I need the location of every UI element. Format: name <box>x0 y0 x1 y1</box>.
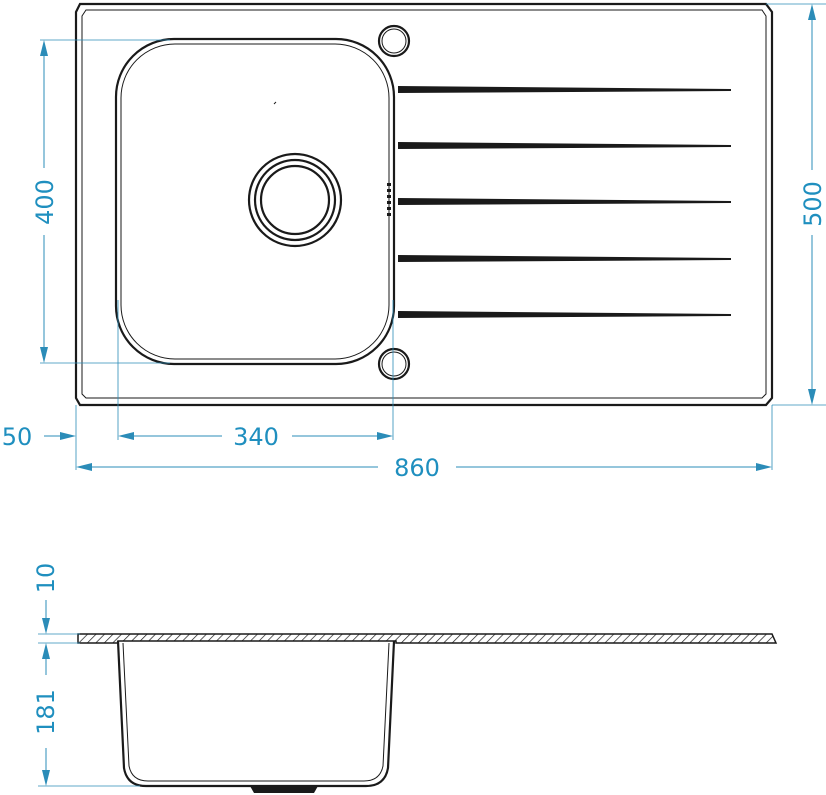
bowl-outer <box>114 37 396 366</box>
sink-outline <box>74 2 774 407</box>
drain-inner-ring <box>259 164 331 236</box>
side-view-dimensions: 10 181 <box>32 563 140 787</box>
tap-hole-top-inner <box>381 28 407 54</box>
dim-total-width: 860 <box>394 454 440 482</box>
bowl-mark <box>273 101 277 105</box>
dim-depth: 181 <box>32 689 60 735</box>
dim-thickness: 10 <box>32 563 60 594</box>
drainer-groove <box>398 311 731 318</box>
drain-outer-ring <box>247 152 343 248</box>
drainer-groove <box>398 86 731 93</box>
dim-bowl-height: 400 <box>31 179 59 225</box>
dim-bowl-width: 340 <box>233 423 279 451</box>
drainer-grooves <box>398 86 731 318</box>
side-view <box>77 633 778 793</box>
bowl-profile-inner <box>122 642 390 782</box>
dim-total-height: 500 <box>799 181 826 227</box>
drain-stub <box>250 786 318 793</box>
drainer-groove <box>398 198 731 205</box>
top-view-dimensions: 400 500 50 340 860 <box>2 3 826 482</box>
overflow-slots <box>387 183 391 216</box>
slab-section <box>77 633 778 644</box>
drainer-groove <box>398 142 731 149</box>
tap-hole-bottom <box>377 347 411 381</box>
sink-inner-edge <box>81 9 767 399</box>
drain-middle-ring <box>253 158 337 242</box>
drainer-groove <box>398 255 731 262</box>
tap-hole-bottom-inner <box>381 351 407 377</box>
tap-hole-top <box>377 24 411 58</box>
bowl-profile <box>116 640 396 788</box>
dim-bowl-offset: 50 <box>2 423 33 451</box>
top-view <box>74 2 774 407</box>
